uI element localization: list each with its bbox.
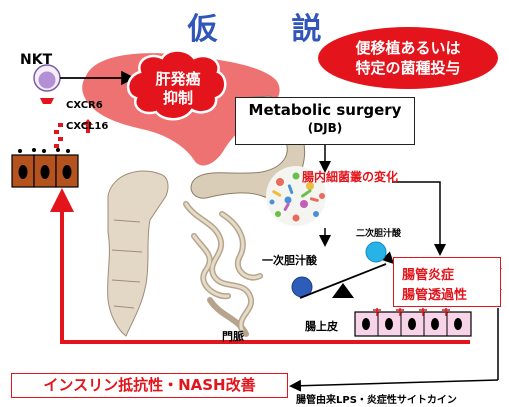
liver-effect-line2: 抑制 — [138, 89, 218, 108]
seesaw-fulcrum — [332, 283, 354, 298]
intestinal-epithelium — [355, 308, 471, 336]
secondary-bile-acid — [366, 242, 386, 262]
fmt-line2: 特定の菌種投与 — [320, 58, 496, 78]
colon-shape — [108, 171, 168, 336]
microbiota-change-label: 腸内細菌叢の変化 — [302, 168, 398, 185]
cxcl16-label: CXCL16 — [66, 121, 108, 132]
small-intestine — [186, 204, 260, 334]
nkt-label: NKT — [20, 52, 52, 68]
lps-cytokine-label: 腸管由来LPS・炎症性サイトカイン — [296, 391, 457, 406]
epithelium-label: 腸上皮 — [305, 318, 338, 334]
gut-inflammation-box: 腸管炎症 腸管透過性 — [393, 257, 501, 307]
portal-vein-label: 門脈 — [222, 328, 244, 344]
metabolic-surgery-label: Metabolic surgery — [236, 101, 414, 119]
gut-inflammation-label: 腸管炎症 — [402, 264, 454, 283]
hepatocytes — [12, 148, 78, 187]
cxcr6-label: CXCR6 — [66, 100, 103, 111]
liver-effect-text: 肝発癌 抑制 — [138, 70, 218, 108]
primary-bile-acid-label: 一次胆汁酸 — [262, 252, 317, 268]
metabolic-surgery-box: Metabolic surgery (DJB) — [235, 97, 415, 145]
djb-label: (DJB) — [236, 121, 414, 135]
fmt-line1: 便移植あるいは — [320, 38, 496, 58]
secondary-bile-acid-label: 二次胆汁酸 — [356, 226, 401, 239]
fmt-text: 便移植あるいは 特定の菌種投与 — [320, 38, 496, 78]
insulin-nash-result: インスリン抵抗性・NASH改善 — [11, 373, 288, 398]
liver-effect-line1: 肝発癌 — [138, 70, 218, 89]
gut-permeability-label: 腸管透過性 — [402, 284, 467, 303]
